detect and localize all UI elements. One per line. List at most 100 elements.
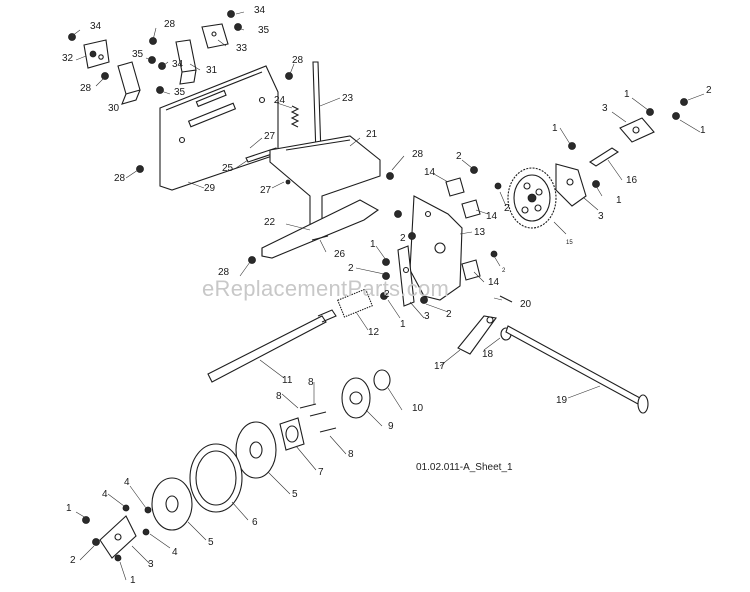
- callout-4: 4: [102, 489, 108, 500]
- shaft-16: [588, 147, 620, 167]
- hub-7: [279, 417, 305, 451]
- bolts-8: [299, 403, 337, 433]
- callout-14: 14: [488, 277, 500, 288]
- arm-17: [457, 315, 497, 355]
- bracket-30: [117, 61, 141, 105]
- bracket-32: [83, 39, 110, 69]
- shaft-11: [207, 309, 337, 383]
- snap-ring-10: [373, 369, 391, 391]
- callout-8: 8: [348, 449, 354, 460]
- pin-20: [499, 295, 513, 303]
- bracket-33: [201, 23, 229, 49]
- callout-20: 20: [520, 299, 532, 310]
- callout-33: 33: [236, 43, 248, 54]
- plate-5-upper: [235, 421, 277, 479]
- shaft-14-b: [461, 199, 481, 219]
- callout-16: 16: [626, 175, 638, 186]
- bracket-3-lower: [99, 515, 137, 559]
- callout-7: 7: [318, 467, 324, 478]
- callout-2: 2: [400, 233, 406, 244]
- callout-8: 8: [308, 377, 314, 388]
- pin-26: [311, 235, 329, 241]
- leader-lines: [71, 11, 705, 581]
- shaft-14-a: [445, 177, 465, 197]
- callout-14: 14: [424, 167, 436, 178]
- callout-5: 5: [292, 489, 298, 500]
- callout-34: 34: [254, 5, 266, 16]
- sheet-id-label: 01.02.011-A_Sheet_1: [416, 462, 513, 473]
- callout-28: 28: [164, 19, 176, 30]
- callout-11: 11: [282, 375, 293, 386]
- callout-28: 28: [218, 267, 230, 278]
- callout-21: 21: [366, 129, 378, 140]
- bracket-3-top: [619, 117, 655, 143]
- callout-2: 2: [70, 555, 76, 566]
- callout-3: 3: [424, 311, 430, 322]
- callout-24: 24: [274, 95, 286, 106]
- callout-2: 2: [502, 268, 506, 274]
- callout-35: 35: [174, 87, 186, 98]
- callout-1: 1: [552, 123, 558, 134]
- callout-30: 30: [108, 103, 120, 114]
- bracket-22: [261, 199, 380, 259]
- callout-1: 1: [624, 89, 630, 100]
- callout-34: 34: [90, 21, 102, 32]
- callout-15: 15: [566, 240, 573, 246]
- callout-12: 12: [368, 327, 380, 338]
- callout-32: 32: [62, 53, 74, 64]
- callout-2: 2: [348, 263, 354, 274]
- axle-19: [505, 325, 649, 414]
- callout-3: 3: [598, 211, 604, 222]
- gear-15: [507, 167, 557, 229]
- callout-29: 29: [204, 183, 216, 194]
- callout-4: 4: [172, 547, 178, 558]
- bracket-3-right: [555, 163, 587, 207]
- callout-1: 1: [616, 195, 622, 206]
- callout-22: 22: [264, 217, 276, 228]
- callout-3: 3: [602, 103, 608, 114]
- callout-35: 35: [132, 49, 144, 60]
- callout-17: 17: [434, 361, 446, 372]
- callout-5: 5: [208, 537, 214, 548]
- callout-1: 1: [130, 575, 136, 586]
- pulley-6: [189, 443, 243, 513]
- plate-5-lower: [151, 477, 193, 531]
- callout-28: 28: [80, 83, 92, 94]
- spring-24: [290, 105, 300, 128]
- callout-10: 10: [412, 403, 424, 414]
- callout-13: 13: [474, 227, 486, 238]
- callout-18: 18: [482, 349, 494, 360]
- callout-28: 28: [114, 173, 126, 184]
- callout-23: 23: [342, 93, 354, 104]
- fasteners-lower: [82, 504, 152, 562]
- callout-14: 14: [486, 211, 498, 222]
- callout-1: 1: [370, 239, 376, 250]
- frame-21: [269, 135, 381, 231]
- callout-4: 4: [124, 477, 130, 488]
- callout-1: 1: [66, 503, 72, 514]
- pinion-gear-12: [337, 288, 373, 318]
- callout-6: 6: [252, 517, 258, 528]
- callout-3: 3: [148, 559, 154, 570]
- bracket-3-small: [397, 245, 415, 307]
- callout-2: 2: [446, 309, 452, 320]
- callout-28: 28: [412, 149, 424, 160]
- callout-27: 27: [260, 185, 272, 196]
- callout-2: 2: [504, 203, 510, 214]
- callout-35: 35: [258, 25, 270, 36]
- callout-19: 19: [556, 395, 568, 406]
- bracket-31: [175, 39, 197, 85]
- callout-28: 28: [292, 55, 304, 66]
- callout-26: 26: [334, 249, 346, 260]
- callout-31: 31: [206, 65, 218, 76]
- callout-2: 2: [706, 85, 712, 96]
- callout-2: 2: [456, 151, 462, 162]
- callout-27: 27: [264, 131, 276, 142]
- callout-1: 1: [700, 125, 706, 136]
- watermark: eReplacementParts.com: [202, 276, 450, 301]
- shaft-14-c: [461, 259, 481, 281]
- callout-1: 1: [400, 319, 406, 330]
- fasteners-top-left: [68, 10, 293, 173]
- bearing-9: [341, 377, 371, 419]
